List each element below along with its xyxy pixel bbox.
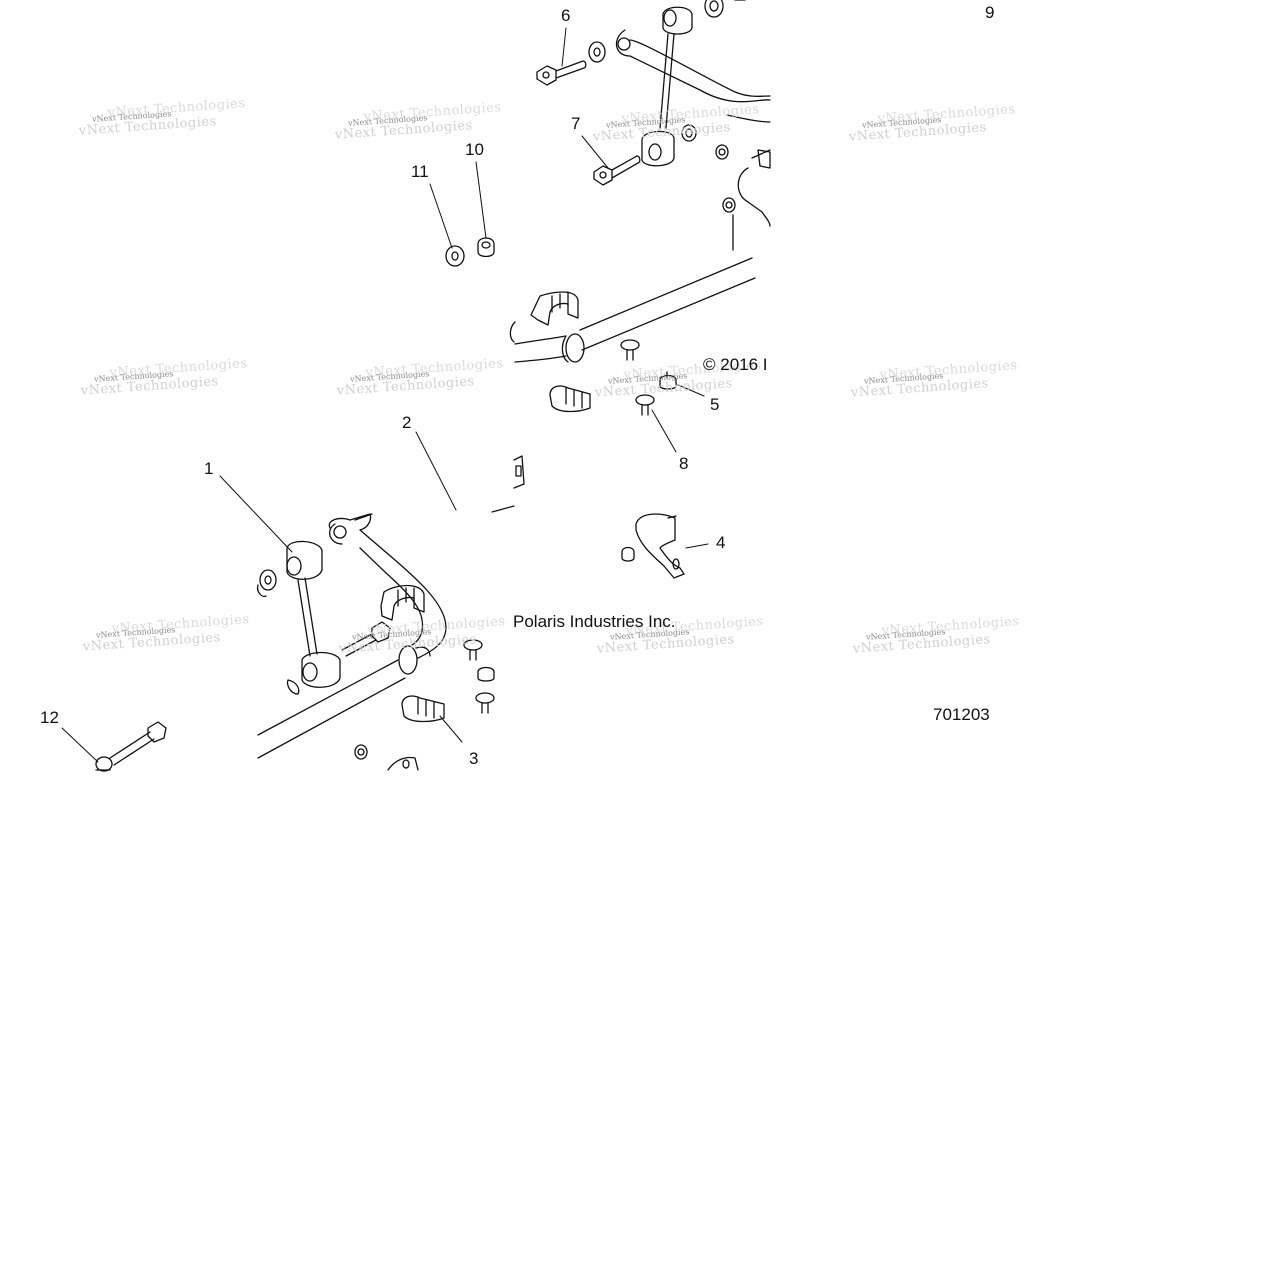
washer-11 — [445, 245, 465, 267]
nut-5 — [659, 371, 677, 390]
callout-3: 3 — [469, 749, 479, 768]
lower-stabilizer-bar — [257, 645, 431, 759]
rivet-upper — [620, 339, 640, 361]
lower-rivets-nuts — [354, 639, 495, 760]
copyright-year: © 2016 I — [703, 355, 768, 374]
callout-2: 2 — [402, 413, 412, 432]
callout-5: 5 — [710, 395, 720, 414]
callout-6: 6 — [561, 6, 571, 25]
copyright-company: Polaris Industries Inc. — [513, 612, 676, 631]
lower-bracket-stub — [387, 756, 419, 771]
callout-4: 4 — [716, 533, 726, 552]
leader-lines — [61, 27, 709, 763]
clamp-4 — [621, 513, 685, 579]
center-edge-bracket — [491, 455, 525, 513]
callout-8: 8 — [679, 454, 689, 473]
lower-bar-end — [328, 513, 447, 659]
stabilizer-bar-center — [509, 257, 756, 363]
upper-right-bracket — [715, 144, 771, 251]
callout-12: 12 — [40, 708, 59, 727]
bushing-upper-center — [530, 291, 579, 326]
bolt-6 — [536, 41, 606, 86]
bolt-7 — [593, 155, 641, 186]
callout-1: 1 — [204, 459, 214, 478]
rivet-8 — [635, 394, 655, 416]
nut-10 — [477, 237, 495, 258]
callout-10: 10 — [465, 140, 484, 159]
callout-7: 7 — [571, 114, 581, 133]
diagram-id: 701203 — [933, 705, 990, 724]
bolt-lower-center — [341, 621, 391, 657]
bushing-lower-center — [549, 385, 591, 413]
bolt-12 — [95, 721, 167, 772]
bushing-3 — [401, 695, 445, 723]
lower-stabilizer-link — [256, 540, 341, 695]
upper-stabilizer-link — [615, 0, 771, 167]
callout-11: 11 — [411, 162, 429, 181]
bushing-lower-left-upper — [380, 584, 425, 621]
callout-9: 9 — [985, 3, 995, 22]
